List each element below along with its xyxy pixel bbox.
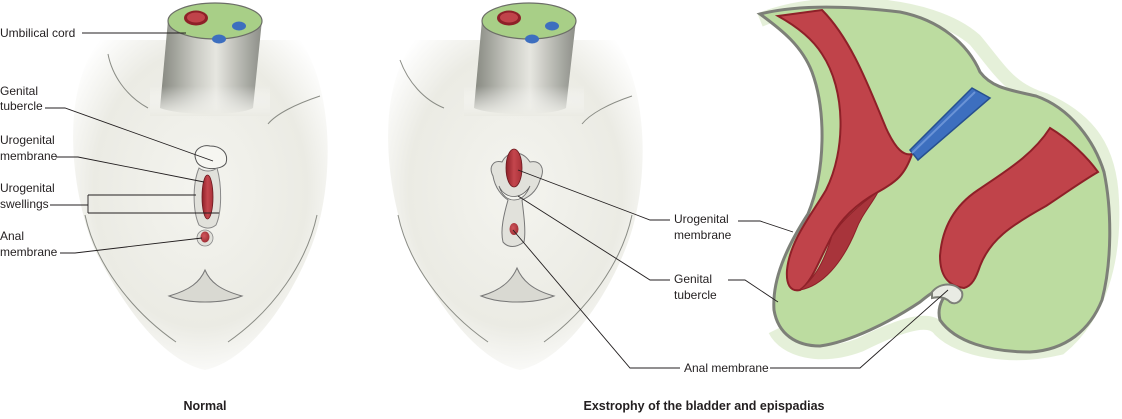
label-genital-tubercle-line2: tubercle: [0, 99, 43, 113]
label-ex-anal-membrane: Anal membrane: [684, 361, 769, 375]
leader-anal-membrane: [60, 237, 203, 254]
exstrophy-umbilical-vein-icon: [545, 21, 559, 31]
label-genital-tubercle-line1: Genital: [0, 84, 38, 98]
leader-ex-genital-tubercle: [517, 195, 670, 281]
normal-umbilical-vein-icon: [232, 21, 246, 31]
red-connecting-arm: [798, 190, 880, 291]
caption-exstrophy: Exstrophy of the bladder and epispadias: [583, 399, 824, 413]
left-lower-contour: [84, 214, 177, 343]
label-urogenital-membrane-line1: Urogenital: [0, 133, 55, 147]
lower-red-band: [938, 126, 1100, 290]
leader-section-genital-tubercle: [728, 279, 779, 303]
normal-urogenital-membrane-icon: [201, 174, 214, 220]
leader-ex-urogenital-membrane: [517, 169, 670, 221]
normal-cord-cross-section: [167, 2, 263, 40]
exstrophy-urogenital-membrane-icon: [505, 148, 523, 188]
mid-left-lower-contour: [397, 214, 489, 343]
exstrophy-lower-fold: [479, 266, 556, 303]
label-anal-membrane-line1: Anal: [0, 229, 24, 243]
leader-urogenital-membrane: [56, 156, 205, 183]
label-urogenital-swellings-line1: Urogenital: [0, 181, 55, 195]
leader-ex-anal-membrane: [512, 229, 680, 369]
normal-embryo: [73, 2, 328, 370]
label-ex-genital-tubercle-line1: Genital: [674, 272, 712, 286]
normal-genital-tubercle: [194, 145, 228, 170]
upper-red-band: [774, 8, 914, 292]
label-umbilical-cord: Umbilical cord: [0, 26, 75, 40]
normal-lower-fold: [167, 268, 244, 303]
mid-right-lower-contour: [543, 214, 633, 343]
exstrophy-anal-membrane-icon: [509, 223, 519, 235]
exstrophy-genital-tubercle: [498, 185, 531, 201]
label-ex-genital-tubercle-line2: tubercle: [674, 288, 717, 302]
right-upper-fold: [267, 95, 321, 125]
blue-vessel: [908, 87, 992, 162]
label-ex-urogenital-membrane-line1: Urogenital: [674, 212, 729, 226]
mid-left-upper-fold: [399, 59, 445, 109]
leader-genital-tubercle: [45, 107, 214, 162]
normal-anal-membrane-icon: [200, 231, 210, 243]
mid-right-upper-fold: [581, 95, 633, 125]
leader-lines: [45, 32, 949, 369]
normal-umbilical-vein-2-icon: [212, 34, 226, 44]
exstrophy-embryo: [388, 2, 643, 370]
leader-section-urogenital-membrane: [738, 220, 794, 233]
label-anal-membrane-line2: membrane: [0, 245, 58, 259]
label-urogenital-membrane-line2: membrane: [0, 149, 58, 163]
caption-normal: Normal: [183, 399, 226, 413]
blue-vessel-highlight: [911, 91, 976, 154]
exstrophy-cord-cross-section: [481, 2, 577, 40]
cord-fade: [150, 86, 270, 116]
left-upper-fold: [107, 53, 149, 109]
label-ex-urogenital-membrane-line2: membrane: [674, 228, 732, 242]
right-lower-contour: [227, 214, 318, 343]
labels: Umbilical cord Genital tubercle Urogenit…: [0, 26, 825, 413]
leader-section-anal-membrane: [770, 289, 949, 369]
label-urogenital-swellings-line2: swellings: [0, 197, 49, 211]
anal-notch: [931, 283, 964, 305]
sagittal-section: [756, 0, 1120, 361]
